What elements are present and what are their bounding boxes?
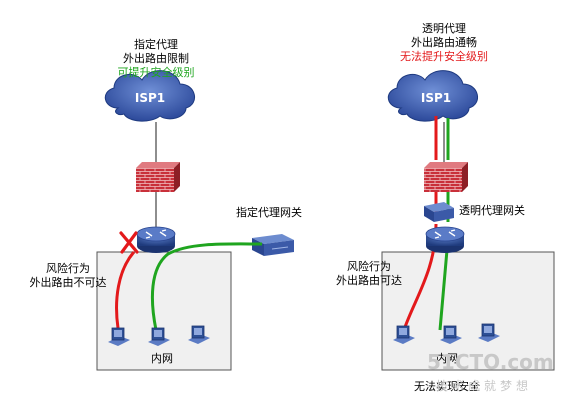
left-title-line1: 指定代理: [134, 38, 178, 51]
left-lan-label: 内网: [151, 352, 173, 365]
left-firewall: [136, 162, 180, 192]
left-green-path: [150, 242, 263, 331]
blocked-x-icon: [119, 231, 139, 254]
right-transparent-gateway: [424, 202, 454, 222]
right-router: [425, 226, 465, 253]
left-title-line2: 外出路由限制: [123, 52, 189, 65]
right-isp-cloud: [387, 70, 478, 122]
left-title-line3: 可提升安全级别: [117, 66, 195, 79]
right-title-line1: 透明代理: [422, 22, 466, 35]
right-pc-1: [393, 325, 415, 344]
left-pc-2: [148, 327, 170, 346]
left-risk-line1: 风险行为: [46, 262, 90, 275]
left-risk-line2: 外出路由不可达: [29, 276, 107, 289]
right-risk-line1: 风险行为: [347, 260, 391, 273]
left-gateway-label: 指定代理网关: [236, 206, 302, 219]
left-isp-cloud: [104, 70, 195, 122]
right-pc-2: [440, 325, 462, 344]
watermark-brand: 51CTO.com: [427, 350, 554, 374]
right-title-line2: 外出路由通畅: [411, 36, 477, 49]
right-lan-label: 内网: [436, 352, 458, 365]
left-pc-3: [188, 325, 210, 344]
left-lan-panel: [96, 251, 232, 371]
right-footer-label: 无法实现安全: [414, 380, 480, 393]
left-cloud-label: ISP1: [134, 91, 166, 105]
right-pc-3: [478, 323, 500, 342]
right-gateway-label: 透明代理网关: [459, 204, 525, 217]
watermark-slogan: 技术成就梦想: [436, 379, 533, 393]
right-firewall: [424, 162, 468, 192]
left-pc-1: [108, 327, 130, 346]
left-red-path: [115, 251, 136, 329]
right-title-line3: 无法提升安全级别: [400, 50, 488, 63]
right-risk-line2: 外出路由可达: [336, 274, 402, 287]
right-cloud-label: ISP1: [420, 91, 452, 105]
left-router: [136, 226, 176, 253]
